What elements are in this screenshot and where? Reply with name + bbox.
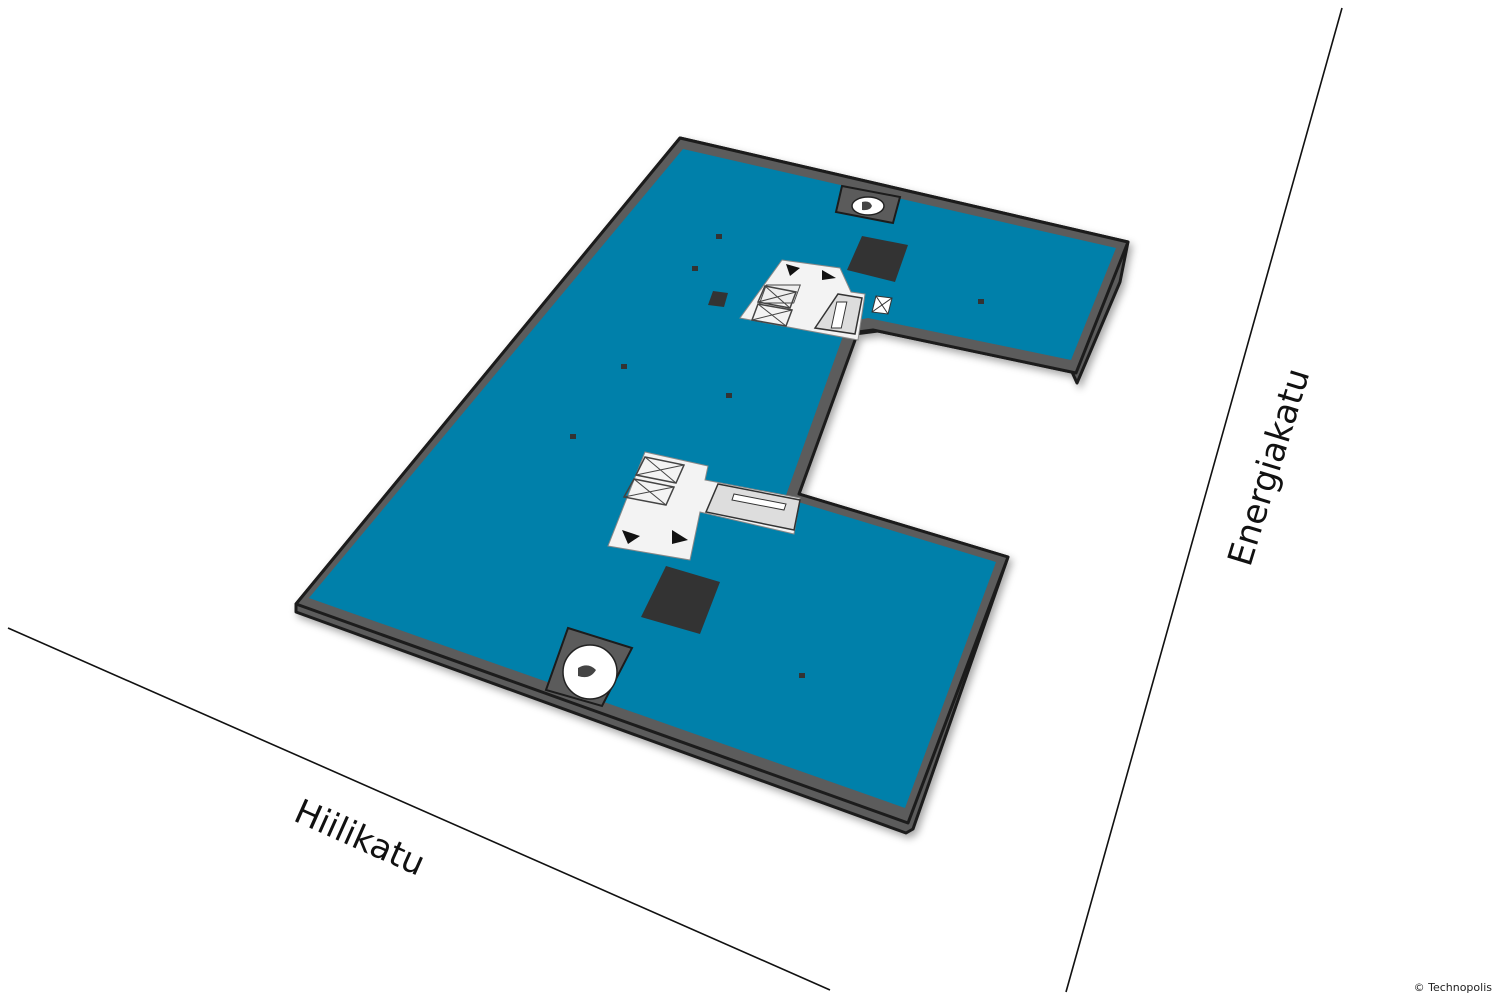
stairs-south [544, 626, 634, 708]
escalator-arrow-icon [622, 530, 640, 544]
escalator-arrow-icon [822, 270, 836, 280]
stairs-north [834, 184, 902, 225]
escalator-arrow-icon [786, 264, 800, 276]
duct-shaft-icon [704, 483, 801, 531]
shaft-north [847, 236, 908, 282]
street-line-energiakatu [1065, 7, 1343, 993]
escalator-arrow-icon [672, 530, 688, 544]
street-line-hiilikatu [7, 627, 831, 991]
column-markers [570, 234, 984, 678]
core-south [607, 451, 801, 561]
elevator-icon [750, 284, 801, 327]
elevator-icon [622, 456, 686, 506]
core-north [739, 259, 893, 341]
copyright-notice: © Technopolis [1413, 981, 1492, 994]
floor-area [309, 149, 1116, 808]
street-label-energiakatu: Energiakatu [1220, 364, 1318, 571]
shaft-south [641, 566, 720, 634]
shaft-small [708, 291, 728, 307]
